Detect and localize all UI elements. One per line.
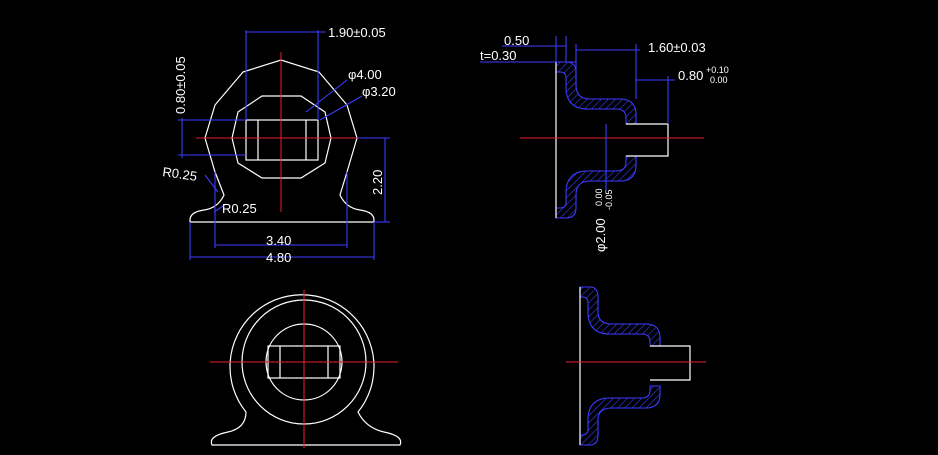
- dim-depth: 1.60±0.03: [648, 40, 706, 55]
- dim-line: [204, 174, 219, 193]
- dim-radius-left: R0.25: [162, 164, 198, 184]
- dim-line: [213, 203, 227, 213]
- dim-radius-bottom: R0.25: [222, 201, 257, 216]
- side-view: [566, 286, 706, 446]
- dim-width-top: 1.90±0.05: [328, 25, 386, 40]
- section-shell-lower: [555, 155, 637, 219]
- dim-height-right: 2.20: [370, 170, 385, 195]
- side-shell-lower: [579, 385, 661, 446]
- dim-pin-dia-tol-lower: -0.05: [604, 189, 614, 210]
- dim-height-left: 0.80±0.05: [173, 56, 188, 114]
- dim-line: [319, 95, 363, 121]
- section-shell-upper: [555, 61, 637, 125]
- front-inner-octagon: [231, 95, 332, 179]
- dim-thickness: t=0.30: [480, 48, 517, 63]
- dim-pin-dia: φ2.00: [593, 218, 608, 252]
- dim-line: [305, 79, 348, 113]
- back-outer-profile: [210, 294, 402, 446]
- side-pin: [650, 345, 691, 381]
- dim-pin-tol-upper: +0.10: [706, 65, 729, 75]
- front-view: 1.90±0.05 0.80±0.05 φ4.00 φ3.20 R0.25 R0…: [162, 25, 396, 265]
- back-view: [210, 290, 402, 448]
- front-pin-square: [245, 119, 319, 161]
- dim-pin-base: 0.80: [678, 68, 703, 83]
- section-view: 0.50 t=0.30 1.60±0.03 0.80 +0.10 0.00 φ2…: [480, 33, 729, 252]
- dim-dia-outer: φ4.00: [348, 67, 382, 82]
- dim-pin-tol-lower: 0.00: [710, 75, 728, 85]
- section-pin: [626, 123, 669, 157]
- dim-step: 0.50: [504, 33, 529, 48]
- dim-dia-inner: φ3.20: [362, 84, 396, 99]
- dim-width-overall: 4.80: [266, 250, 291, 265]
- dim-pin-dia-tol-upper: 0.00: [594, 188, 604, 206]
- front-outer-profile: [189, 59, 375, 223]
- dim-width-inner: 3.40: [266, 233, 291, 248]
- side-shell-upper: [579, 286, 661, 347]
